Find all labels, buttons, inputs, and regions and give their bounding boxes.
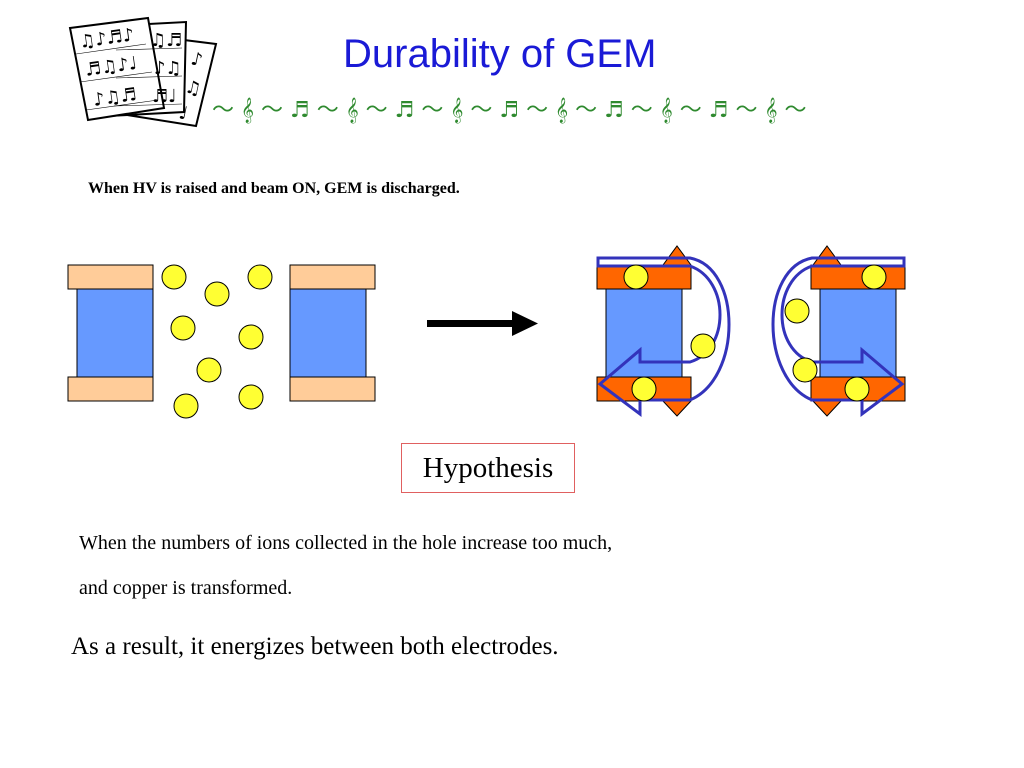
ion [792,357,818,383]
discharge-arrow-icon [596,256,731,417]
explanation-line-1: When the numbers of ions collected in th… [79,532,613,554]
discharge-arrow-icon [771,256,906,417]
left-top-electrode [67,264,154,290]
left-insulator [76,288,154,378]
ion [690,333,716,359]
ion [204,281,230,307]
sheet-music-icon: ♫♪♬♪ ♬♫♪♩ ♪♫♬ ♫♬ ♪♫ ♬♩ ♪ ♫ ♩ [68,16,218,128]
ion [161,264,187,290]
transformed-gem-right-half [771,245,906,417]
svg-text:♬♩: ♬♩ [152,86,177,107]
explanation-line-2: and copper is transformed. [79,577,293,599]
svg-text:♪: ♪ [189,48,205,71]
svg-text:♫: ♫ [183,76,203,100]
ion [631,376,657,402]
ion [173,393,199,419]
normal-gem-hole [67,264,376,419]
right-top-electrode [289,264,376,290]
ion [196,357,222,383]
transformed-insulator [819,288,897,378]
transition-arrow-icon [427,311,538,336]
svg-text:♫♬: ♫♬ [150,30,182,51]
decorative-music-line: ～ 𝄞 ～ ♬ ～ 𝄞 ～ ♬ ～ 𝄞 ～ ♬ ～ 𝄞 ～ ♬ ～ 𝄞 ～ ♬ … [212,98,807,123]
ion [238,384,264,410]
ion [247,264,273,290]
ion [861,264,887,290]
svg-text:♪♫: ♪♫ [154,58,182,79]
ion [844,376,870,402]
transformed-insulator [605,288,683,378]
ion [784,298,810,324]
page-title: Durability of GEM [343,32,657,76]
ion [170,315,196,341]
ion [238,324,264,350]
right-bottom-electrode [289,376,376,402]
subtitle-text: When HV is raised and beam ON, GEM is di… [88,180,460,197]
ion [623,264,649,290]
transformed-gem-left-half [596,245,731,417]
conclusion-text: As a result, it energizes between both e… [71,633,559,660]
hypothesis-label: Hypothesis [422,451,554,484]
left-bottom-electrode [67,376,154,402]
hypothesis-label-box: Hypothesis [401,443,575,493]
right-insulator [289,288,367,378]
